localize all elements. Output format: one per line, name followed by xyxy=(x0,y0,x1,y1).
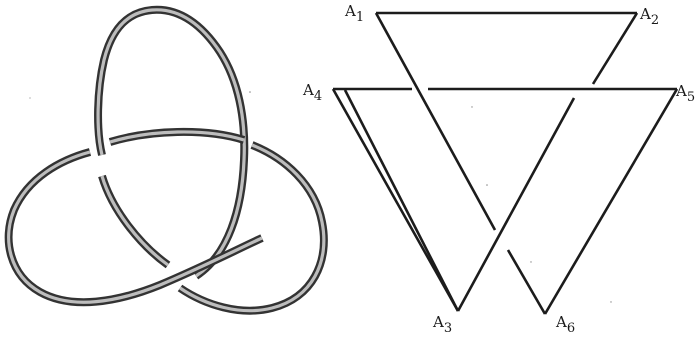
edge-a2-a3-upper xyxy=(591,12,639,85)
vertex-label-a4: A4 xyxy=(302,81,322,104)
knot-strand-right-lobe xyxy=(177,141,328,315)
vertex-label-a1: A1 xyxy=(344,2,364,25)
vertex-labels: A1 A2 A3 A4 A5 A6 xyxy=(302,2,695,336)
edge-a3-a1-lower xyxy=(343,89,460,312)
knot-strand-horizontal xyxy=(4,128,264,307)
polygonal-knot xyxy=(331,11,679,315)
edge-a5-a6 xyxy=(543,88,679,315)
vertex-label-a2: A2 xyxy=(639,5,659,28)
scan-specks xyxy=(29,91,612,303)
vertex-label-a6: A6 xyxy=(555,313,575,336)
edge-a2-a3-lower xyxy=(456,97,576,312)
edge-a6-a4 xyxy=(506,249,547,315)
trefoil-knot xyxy=(4,5,328,315)
knot-strand-vertical xyxy=(94,5,249,280)
edge-a3-a1-upper xyxy=(374,12,497,231)
edge-a4-a3 xyxy=(331,88,460,312)
vertex-label-a5: A5 xyxy=(675,82,695,105)
vertex-label-a3: A3 xyxy=(432,313,452,336)
